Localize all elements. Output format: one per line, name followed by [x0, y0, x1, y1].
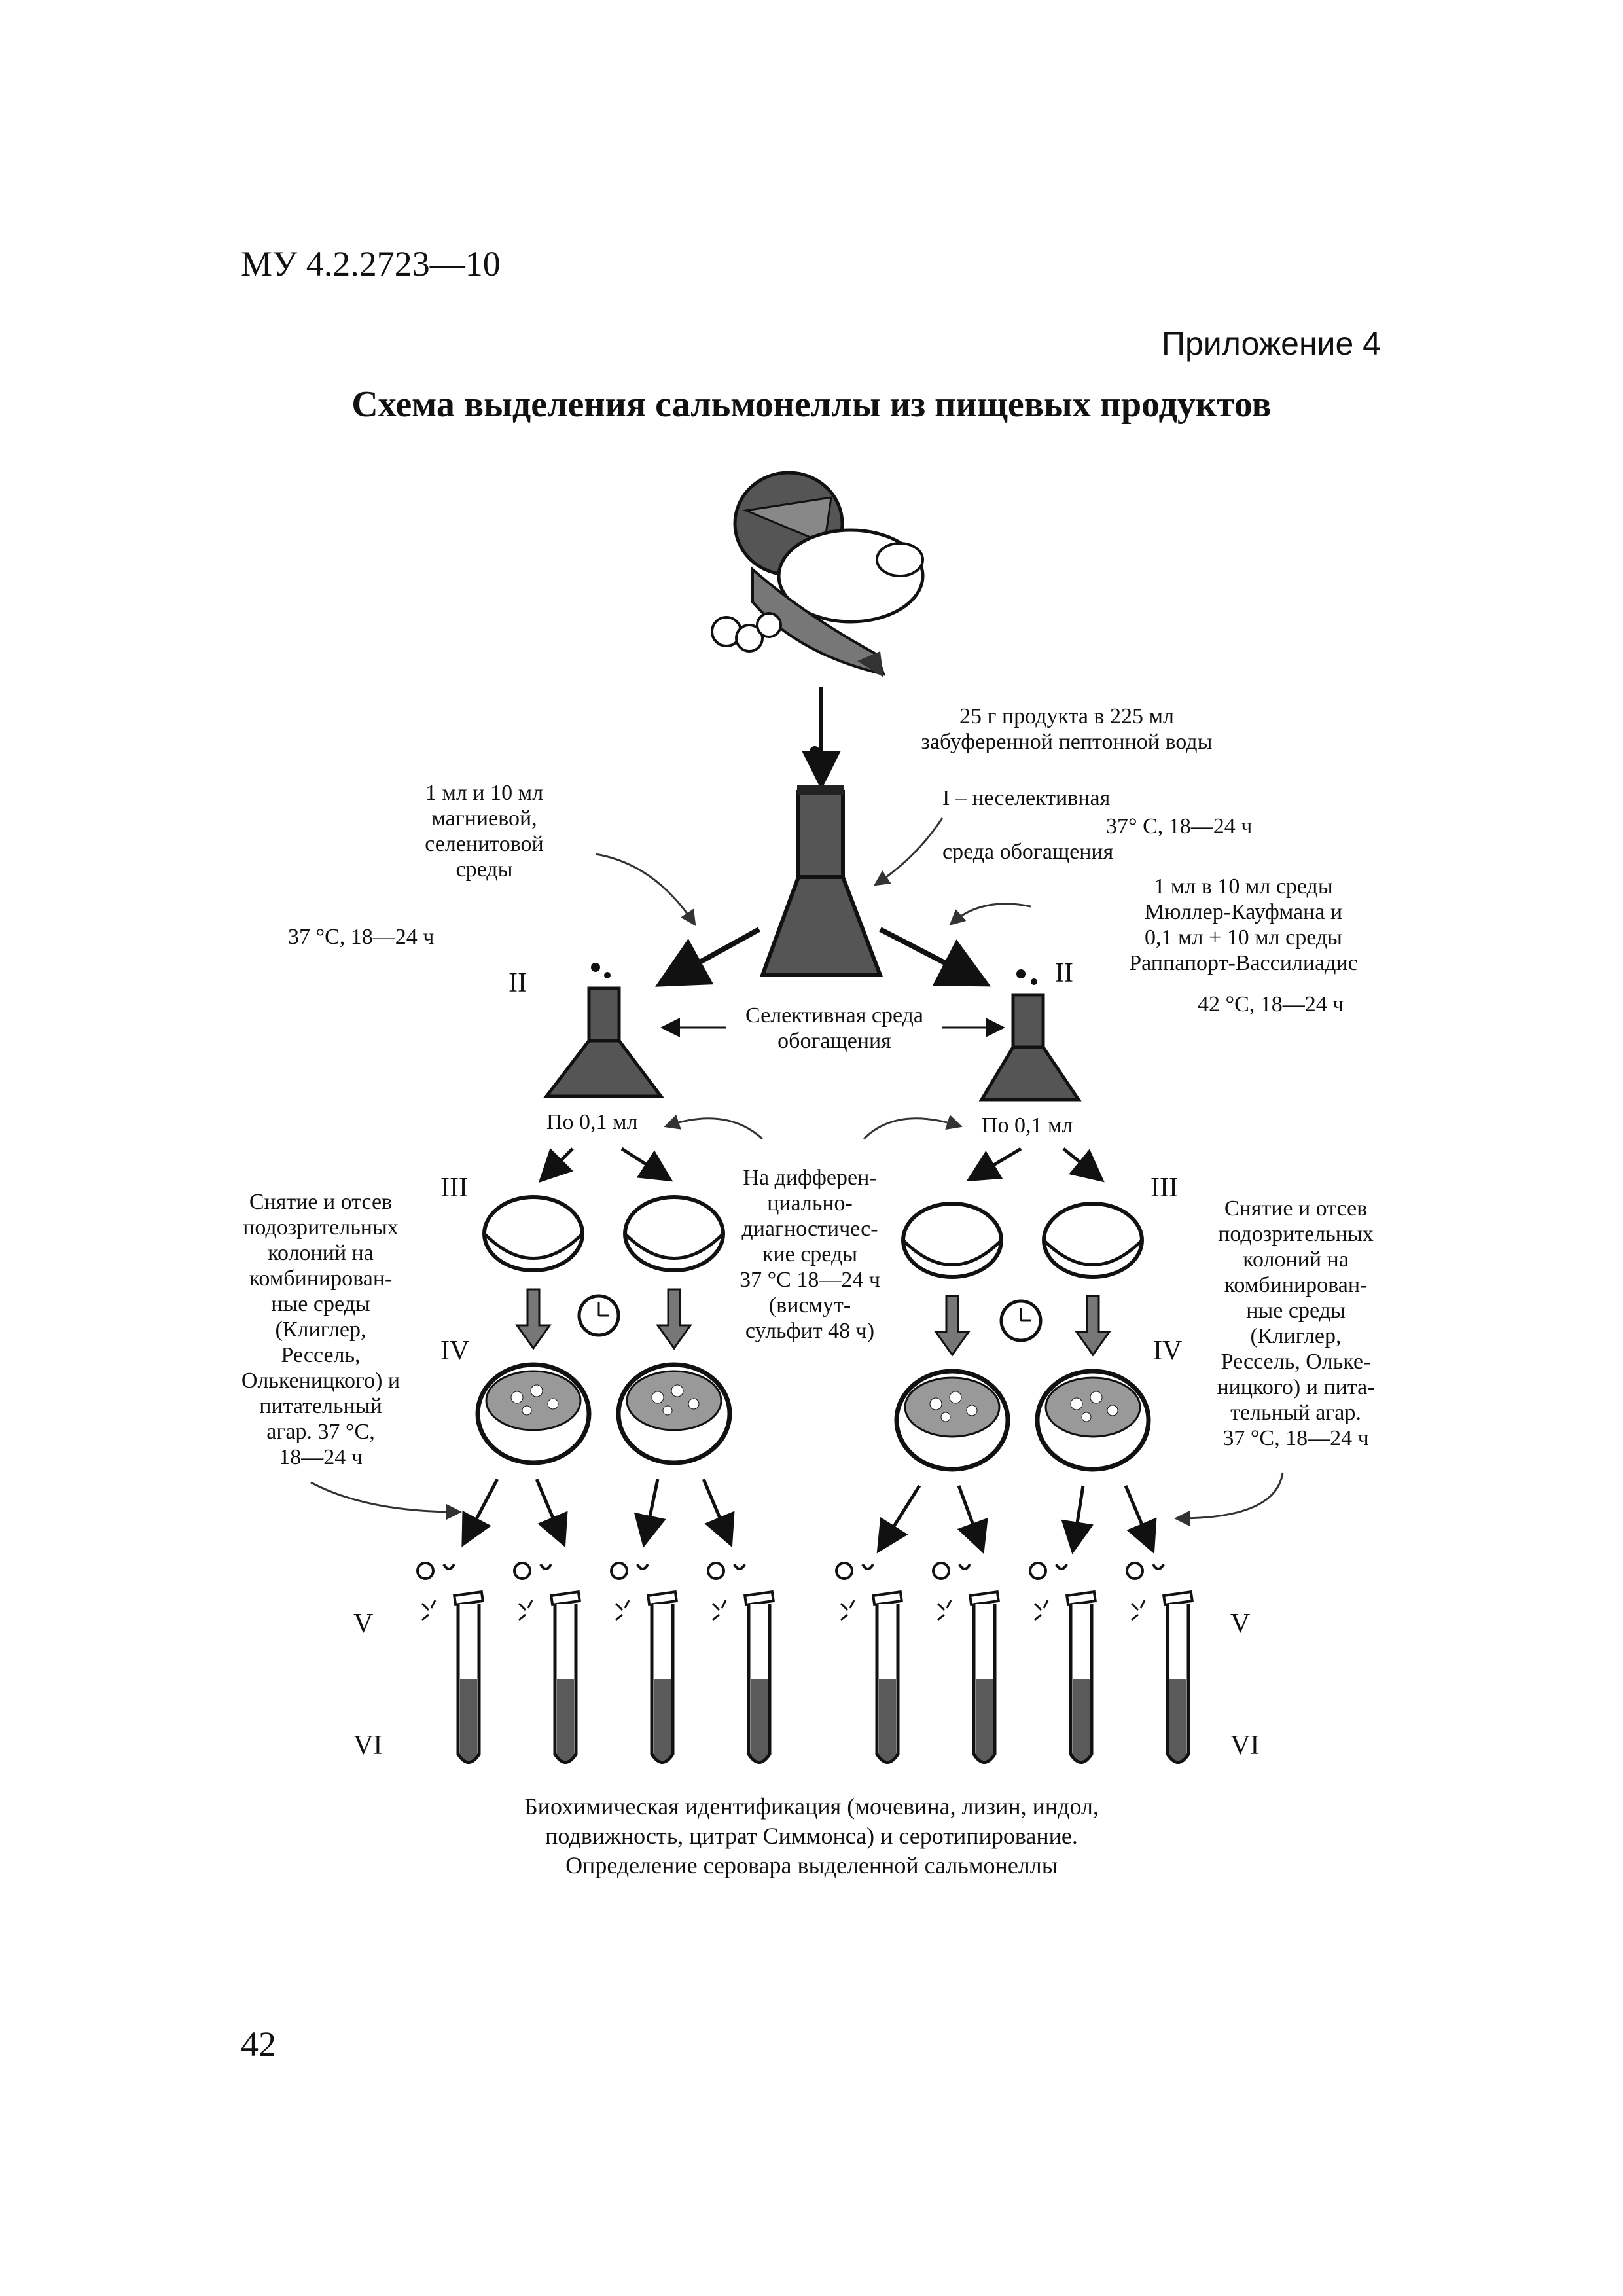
left-colonies-line4: комбинирован- [223, 1266, 419, 1291]
left-selective-label: 1 мл и 10 мл магниевой, селенитовой сред… [393, 780, 576, 882]
differential-line1: На дифферен- [723, 1165, 897, 1191]
left-colonies-line7: Рессель, [223, 1342, 419, 1368]
stage-iv-left: IV [440, 1338, 469, 1364]
left-colonies-line11: 18—24 ч [223, 1444, 419, 1470]
selective-medium-line1: Селективная среда [726, 1003, 942, 1028]
flask-ii-left-icon [546, 963, 661, 1096]
stage-iv-right: IV [1153, 1338, 1182, 1364]
right-colonies-line4: комбинирован- [1198, 1272, 1394, 1298]
differential-media-label: На дифферен- циально- диагностичес- кие … [723, 1165, 897, 1344]
left-colonies-line2: подозрительных [223, 1215, 419, 1240]
test-tubes [418, 1563, 1192, 1763]
step-i-medium-label-2: среда обогащения [942, 839, 1113, 865]
plate-iv-3-icon [897, 1371, 1008, 1469]
food-products-icon [712, 473, 923, 677]
page-number: 42 [241, 2024, 276, 2064]
left-conditions: 37 °С, 18—24 ч [288, 924, 434, 950]
right-colonies-line5: ные среды [1198, 1298, 1394, 1323]
inoculum-right: По 0,1 мл [982, 1113, 1073, 1138]
stage-vi-right: VI [1230, 1733, 1259, 1759]
stage-iii-right: III [1150, 1175, 1178, 1201]
caption-line1: Биохимическая идентификация (мочевина, л… [0, 1792, 1623, 1821]
left-colonies-line3: колоний на [223, 1240, 419, 1266]
plate-iii-2-icon [625, 1197, 723, 1270]
right-colonies-line7: Рессель, Ольке- [1198, 1349, 1394, 1374]
step-i-medium-label: I – неселективная [942, 785, 1110, 811]
inoculum-left: По 0,1 мл [546, 1109, 638, 1135]
left-colonies-line10: агар. 37 °С, [223, 1419, 419, 1444]
right-colonies-line3: колоний на [1198, 1247, 1394, 1272]
differential-line5: 37 °С 18—24 ч [723, 1267, 897, 1293]
right-colonies-line10: 37 °С, 18—24 ч [1198, 1426, 1394, 1451]
stage-ii-right: II [1055, 961, 1073, 986]
left-colonies-line9: питательный [223, 1393, 419, 1419]
right-colonies-line9: тельный агар. [1198, 1400, 1394, 1426]
left-selective-line2: магниевой, [393, 806, 576, 831]
selective-medium-line2: обогащения [726, 1028, 942, 1054]
differential-line2: циально- [723, 1191, 897, 1216]
clock-icon-left [579, 1296, 618, 1335]
left-selective-line1: 1 мл и 10 мл [393, 780, 576, 806]
differential-line4: кие среды [723, 1242, 897, 1267]
step-i-sample-line2: забуференной пептонной воды [870, 729, 1263, 755]
flask-ii-right-icon [982, 969, 1079, 1100]
stage-v-right: V [1230, 1611, 1250, 1637]
right-colonies-line8: ницкого) и пита- [1198, 1374, 1394, 1400]
plate-iv-1-icon [478, 1365, 589, 1463]
right-selective-line3: 0,1 мл + 10 мл среды [1099, 925, 1387, 950]
left-colonies-line5: ные среды [223, 1291, 419, 1317]
plate-iii-1-icon [484, 1197, 582, 1270]
right-colonies-line2: подозрительных [1198, 1221, 1394, 1247]
step-i-sample-label: 25 г продукта в 225 мл забуференной пепт… [870, 704, 1263, 755]
stage-ii-left: II [508, 971, 527, 996]
left-selective-line4: среды [393, 857, 576, 882]
left-colonies-line1: Снятие и отсев [223, 1189, 419, 1215]
right-colonies-line1: Снятие и отсев [1198, 1196, 1394, 1221]
left-colonies-line6: (Клиглер, [223, 1317, 419, 1342]
differential-line3: диагностичес- [723, 1216, 897, 1242]
right-selective-line4: Раппапорт-Вассилиадис [1099, 950, 1387, 976]
stage-iii-left: III [440, 1175, 468, 1201]
plate-iv-4-icon [1037, 1371, 1149, 1469]
plate-iv-2-icon [618, 1365, 730, 1463]
selective-medium-label: Селективная среда обогащения [726, 1003, 942, 1054]
step-i-sample-line1: 25 г продукта в 225 мл [870, 704, 1263, 729]
left-selective-line3: селенитовой [393, 831, 576, 857]
right-selective-line2: Мюллер-Кауфмана и [1099, 899, 1387, 925]
plate-iii-3-icon [903, 1204, 1001, 1277]
step-i-conditions: 37° С, 18—24 ч [1106, 814, 1252, 839]
differential-line6: (висмут- [723, 1293, 897, 1318]
right-conditions: 42 °С, 18—24 ч [1198, 992, 1344, 1017]
stage-vi-left: VI [353, 1733, 382, 1759]
left-colonies-line8: Олькеницкого) и [223, 1368, 419, 1393]
caption-line2: подвижность, цитрат Симмонса) и серотипи… [0, 1821, 1623, 1851]
differential-line7: сульфит 48 ч) [723, 1318, 897, 1344]
right-colonies-line6: (Клиглер, [1198, 1323, 1394, 1349]
left-colonies-label: Снятие и отсев подозрительных колоний на… [223, 1189, 419, 1470]
right-selective-line1: 1 мл в 10 мл среды [1099, 874, 1387, 899]
plate-iii-4-icon [1044, 1204, 1142, 1277]
diagram-caption: Биохимическая идентификация (мочевина, л… [0, 1792, 1623, 1880]
clock-icon-right [1001, 1301, 1041, 1340]
right-selective-label: 1 мл в 10 мл среды Мюллер-Кауфмана и 0,1… [1099, 874, 1387, 976]
right-colonies-label: Снятие и отсев подозрительных колоний на… [1198, 1196, 1394, 1451]
stage-v-left: V [353, 1611, 373, 1637]
caption-line3: Определение серовара выделенной сальмоне… [0, 1851, 1623, 1880]
